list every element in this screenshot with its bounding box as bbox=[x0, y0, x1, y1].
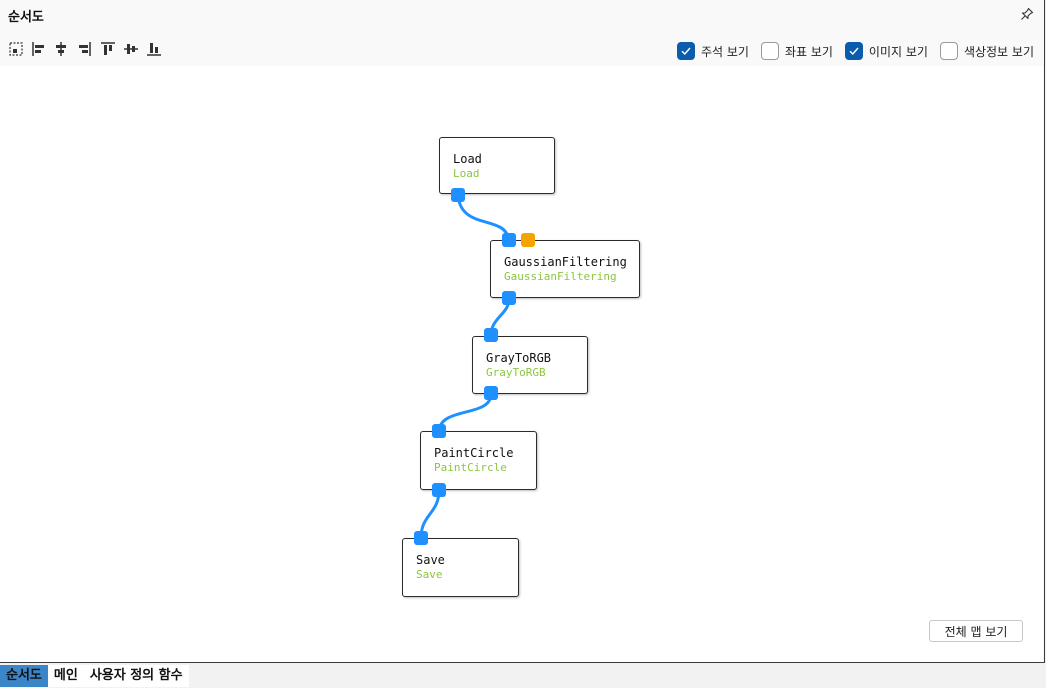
input-port[interactable] bbox=[484, 328, 498, 342]
flowchart-panel: 순서도 bbox=[0, 0, 1045, 663]
input-port[interactable] bbox=[432, 424, 446, 438]
node-annotation: Load bbox=[453, 167, 480, 180]
align-center-icon[interactable] bbox=[53, 41, 69, 57]
pin-icon[interactable] bbox=[1020, 7, 1034, 21]
connection-graytorgb-paintcircle[interactable] bbox=[437, 393, 493, 433]
node-title: PaintCircle bbox=[434, 446, 514, 460]
check-icon bbox=[681, 47, 691, 56]
tab-main[interactable]: 메인 bbox=[47, 665, 84, 687]
panel-title: 순서도 bbox=[8, 10, 44, 25]
checkbox[interactable] bbox=[939, 42, 958, 60]
checkbox-label: 이미지 보기 bbox=[868, 44, 928, 59]
checkbox-label: 색상정보 보기 bbox=[963, 44, 1034, 59]
select-region-icon[interactable] bbox=[8, 41, 24, 57]
align-middle-icon[interactable] bbox=[123, 41, 139, 57]
align-left-icon[interactable] bbox=[31, 41, 47, 57]
output-port[interactable] bbox=[502, 291, 516, 305]
align-bottom-icon[interactable] bbox=[146, 41, 162, 57]
toolbar: 주석 보기 좌표 보기 이미지 보기 색상정보 보기 bbox=[0, 36, 1044, 64]
node-annotation: PaintCircle bbox=[434, 461, 507, 474]
node-annotation: GaussianFiltering bbox=[504, 270, 617, 283]
align-top-icon[interactable] bbox=[100, 41, 116, 57]
node-gaussianfiltering[interactable]: GaussianFiltering GaussianFiltering bbox=[490, 240, 640, 298]
checkbox-label: 주석 보기 bbox=[700, 44, 749, 59]
node-paintcircle[interactable]: PaintCircle PaintCircle bbox=[420, 431, 537, 490]
node-title: Load bbox=[453, 152, 482, 166]
node-annotation: Save bbox=[416, 568, 443, 581]
input-port[interactable] bbox=[502, 233, 516, 247]
coordinate-toggle[interactable]: 좌표 보기 bbox=[760, 42, 833, 60]
output-port[interactable] bbox=[432, 483, 446, 497]
checkbox-label: 좌표 보기 bbox=[784, 44, 833, 59]
bottom-tabs: 순서도 메인 사용자 정의 함수 bbox=[0, 665, 189, 687]
node-save[interactable]: Save Save bbox=[402, 538, 519, 597]
check-icon bbox=[849, 47, 859, 56]
node-title: GrayToRGB bbox=[486, 351, 552, 365]
checkbox[interactable] bbox=[676, 42, 695, 60]
flowchart-canvas[interactable]: Load Load GaussianFiltering GaussianFilt… bbox=[0, 66, 1043, 662]
color-info-toggle[interactable]: 색상정보 보기 bbox=[939, 42, 1034, 60]
connection-load-gaussian[interactable] bbox=[456, 195, 511, 241]
tab-flowchart[interactable]: 순서도 bbox=[0, 665, 48, 687]
tab-user-functions[interactable]: 사용자 정의 함수 bbox=[83, 665, 189, 687]
image-toggle[interactable]: 이미지 보기 bbox=[844, 42, 928, 60]
annotation-toggle[interactable]: 주석 보기 bbox=[676, 42, 749, 60]
node-annotation: GrayToRGB bbox=[486, 366, 546, 379]
checkbox[interactable] bbox=[844, 42, 863, 60]
node-load[interactable]: Load Load bbox=[439, 137, 555, 194]
input-port[interactable] bbox=[414, 531, 428, 545]
panel-titlebar: 순서도 bbox=[0, 0, 1044, 30]
node-graytorgb[interactable]: GrayToRGB GrayToRGB bbox=[472, 336, 588, 394]
view-options: 주석 보기 좌표 보기 이미지 보기 색상정보 보기 bbox=[665, 40, 1034, 62]
checkbox[interactable] bbox=[760, 42, 779, 60]
output-port[interactable] bbox=[484, 386, 498, 400]
align-right-icon[interactable] bbox=[76, 41, 92, 57]
node-title: GaussianFiltering bbox=[504, 255, 627, 269]
image-input-port[interactable] bbox=[521, 233, 535, 247]
view-full-map-button[interactable]: 전체 맵 보기 bbox=[929, 620, 1023, 642]
node-title: Save bbox=[416, 553, 445, 567]
output-port[interactable] bbox=[451, 188, 465, 202]
